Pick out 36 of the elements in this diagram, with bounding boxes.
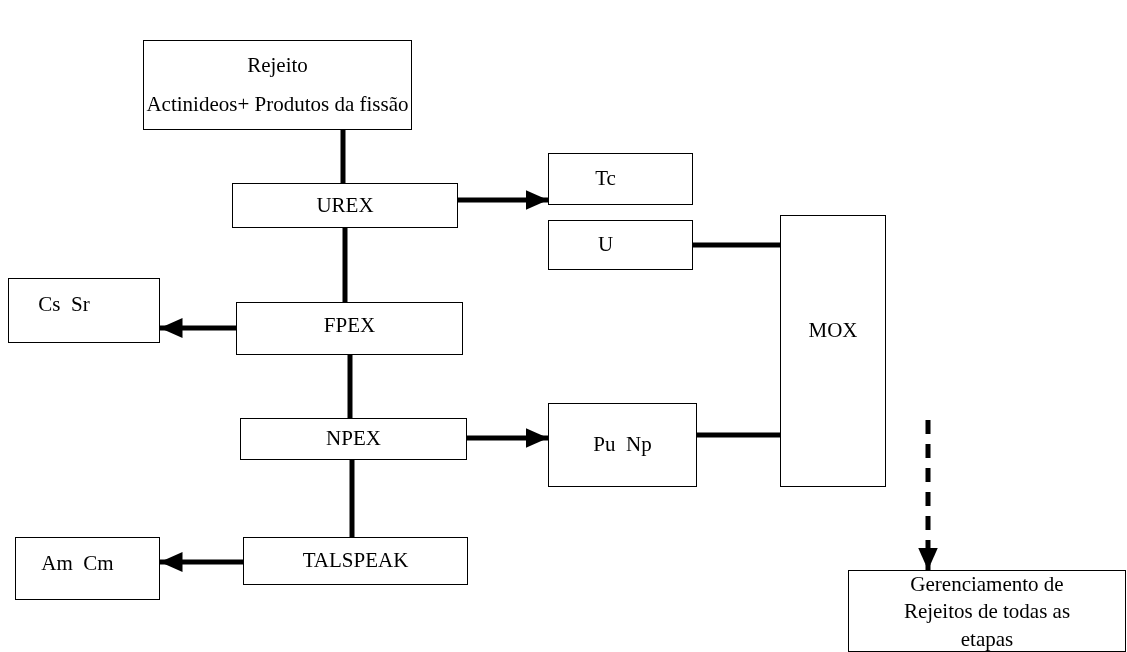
- box-text: TALSPEAK: [302, 547, 409, 575]
- process-box: [8, 278, 160, 343]
- connector-line: [697, 432, 780, 438]
- box-text: Cs Sr: [38, 290, 90, 318]
- box-text: UREX: [316, 191, 374, 219]
- process-box: [548, 220, 693, 270]
- box-text: U: [597, 231, 614, 259]
- process-box: [848, 570, 1126, 652]
- arrow: [918, 420, 938, 570]
- arrow: [467, 428, 548, 448]
- process-box: [232, 183, 458, 228]
- process-box: [15, 537, 160, 600]
- box-text: NPEX: [326, 425, 381, 453]
- process-box: [143, 40, 412, 130]
- process-box: [236, 302, 463, 355]
- process-box: [240, 418, 467, 460]
- connector-line: [340, 130, 346, 183]
- box-text: Rejeito: [247, 51, 308, 79]
- process-box: [243, 537, 468, 585]
- box-text: Gerenciamento de Rejeitos de todas as etapas: [902, 571, 1072, 652]
- connector-line: [693, 242, 780, 248]
- arrow: [160, 552, 243, 572]
- box-text: Tc: [595, 165, 616, 193]
- arrow: [458, 190, 548, 210]
- process-box: [780, 215, 886, 487]
- connector-line: [349, 460, 355, 537]
- box-text: FPEX: [323, 311, 376, 339]
- box-text: MOX: [808, 317, 858, 345]
- connector-line: [342, 228, 348, 302]
- box-text: Pu Np: [593, 431, 652, 459]
- box-text: Actinideos+ Produtos da fissão: [146, 91, 409, 118]
- process-box: [548, 153, 693, 205]
- arrow: [160, 318, 236, 338]
- box-text: Am Cm: [41, 549, 114, 577]
- process-box: [548, 403, 697, 487]
- connector-line: [347, 355, 353, 418]
